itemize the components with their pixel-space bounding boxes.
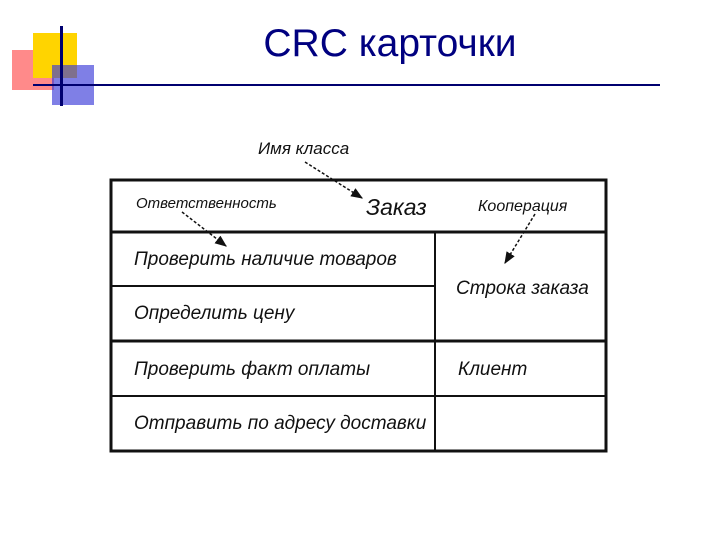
collaborators-header: Кооперация <box>478 199 567 215</box>
class-name-caption: Имя класса <box>258 140 349 157</box>
class-name-arrow <box>305 162 362 198</box>
decorative-vertical-line <box>60 26 63 106</box>
responsibility-item: Отправить по адресу доставки <box>134 414 426 433</box>
class-name: Заказ <box>366 196 427 219</box>
responsibilities-header: Ответственность <box>136 196 277 211</box>
slide-title: CRC карточки <box>110 22 670 66</box>
responsibility-arrow <box>182 212 226 246</box>
responsibility-item: Проверить наличие товаров <box>134 250 397 269</box>
responsibility-item: Определить цену <box>134 304 294 323</box>
collaborator-item: Клиент <box>458 360 527 379</box>
collaborator-item: Строка заказа <box>456 279 589 298</box>
title-underline <box>33 84 660 86</box>
responsibility-item: Проверить факт оплаты <box>134 360 370 379</box>
card-border <box>111 180 606 451</box>
collaboration-arrow <box>505 214 535 263</box>
